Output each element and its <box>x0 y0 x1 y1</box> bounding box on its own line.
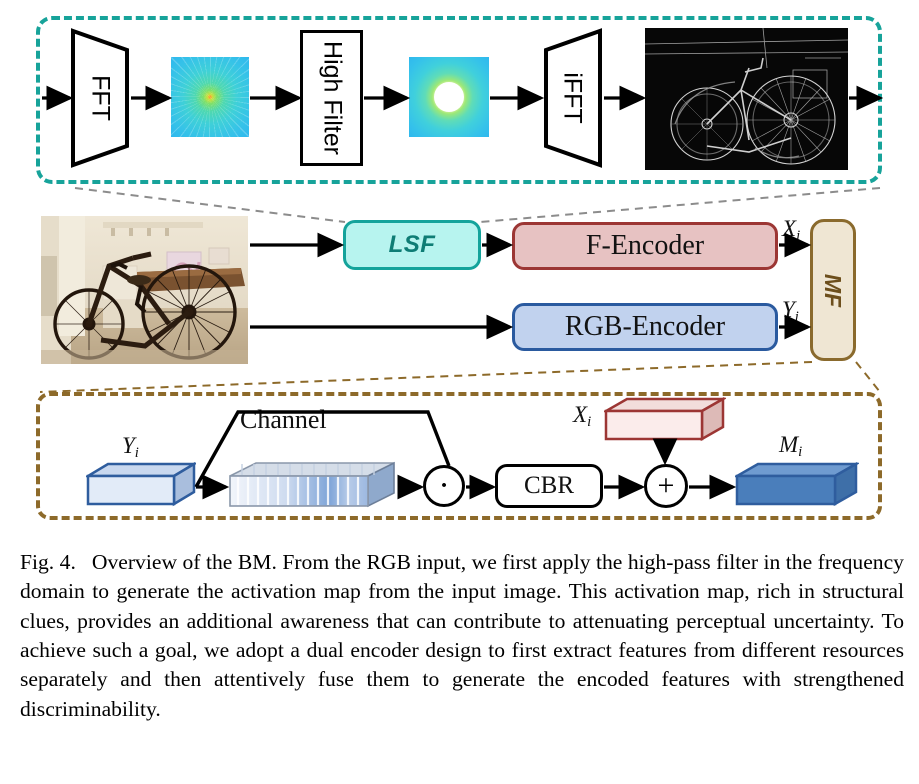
channel-label: Channel <box>240 405 327 434</box>
element-wise-add-op: + <box>644 464 688 508</box>
filtered-spectrum-image <box>409 57 489 137</box>
fft-label: FFT <box>86 75 115 121</box>
fft-block: FFT <box>70 28 130 168</box>
rgb-encoder-module[interactable]: RGB-Encoder <box>512 303 778 351</box>
f-encoder-label: F-Encoder <box>585 230 705 261</box>
xi-tensor-base: X <box>573 402 588 427</box>
figure-number: Fig. 4. <box>20 550 76 574</box>
yi-tensor-block <box>83 461 199 510</box>
fft-spectrum-image <box>171 57 249 137</box>
signal-xi-label-main: Xi <box>782 216 800 245</box>
signal-xi-base: X <box>782 216 797 241</box>
high-filter-block: High Filter <box>300 30 363 166</box>
fft-trapezoid-shape <box>71 28 129 168</box>
mf-label: MF <box>820 273 847 307</box>
cbr-block[interactable]: CBR <box>495 464 603 508</box>
ifft-block: iFFT <box>541 28 603 168</box>
xi-tensor-shape <box>601 396 728 442</box>
yi-tensor-base: Y <box>122 433 135 458</box>
mf-module[interactable]: MF <box>810 219 856 361</box>
figure-caption-text: Overview of the BM. From the RGB input, … <box>20 550 904 721</box>
input-photo-drawing <box>41 216 248 364</box>
channel-tensor-shape <box>229 461 395 508</box>
mi-tensor-label: Mi <box>779 432 802 461</box>
f-encoder-module[interactable]: F-Encoder <box>512 222 778 270</box>
activation-map-image <box>645 28 848 170</box>
ifft-trapezoid-shape <box>544 28 602 168</box>
mi-tensor-sub: i <box>798 444 803 461</box>
cbr-label: CBR <box>523 472 575 499</box>
activation-map-drawing <box>645 28 848 170</box>
add-glyph: + <box>657 469 675 502</box>
signal-yi-label-main: Yi <box>782 297 799 326</box>
high-pass-hole <box>434 82 464 112</box>
spectrum-rays <box>171 57 249 137</box>
yi-tensor-label: Yi <box>122 433 139 462</box>
multiply-glyph: · <box>438 467 450 505</box>
figure-caption: Fig. 4.Overview of the BM. From the RGB … <box>20 548 904 724</box>
signal-xi-sub: i <box>796 228 801 245</box>
signal-yi-sub: i <box>794 309 799 326</box>
element-wise-multiply-op: · <box>423 465 465 507</box>
high-filter-label: High Filter <box>318 41 346 155</box>
ifft-label: iFFT <box>558 72 587 124</box>
yi-tensor-shape <box>83 461 199 507</box>
xi-tensor-sub: i <box>587 414 592 431</box>
rgb-encoder-label: RGB-Encoder <box>564 311 726 342</box>
lsf-label: LSF <box>388 231 436 258</box>
mi-tensor-shape <box>732 461 861 507</box>
rgb-input-image <box>41 216 248 364</box>
signal-yi-base: Y <box>782 297 795 322</box>
lsf-module[interactable]: LSF <box>343 220 481 270</box>
yi-tensor-sub: i <box>134 445 139 462</box>
mi-tensor-block <box>732 461 861 510</box>
xi-tensor-block <box>601 396 728 443</box>
channel-attention-tensor <box>228 460 398 512</box>
xi-tensor-label: Xi <box>573 402 591 431</box>
mi-tensor-base: M <box>779 432 799 457</box>
